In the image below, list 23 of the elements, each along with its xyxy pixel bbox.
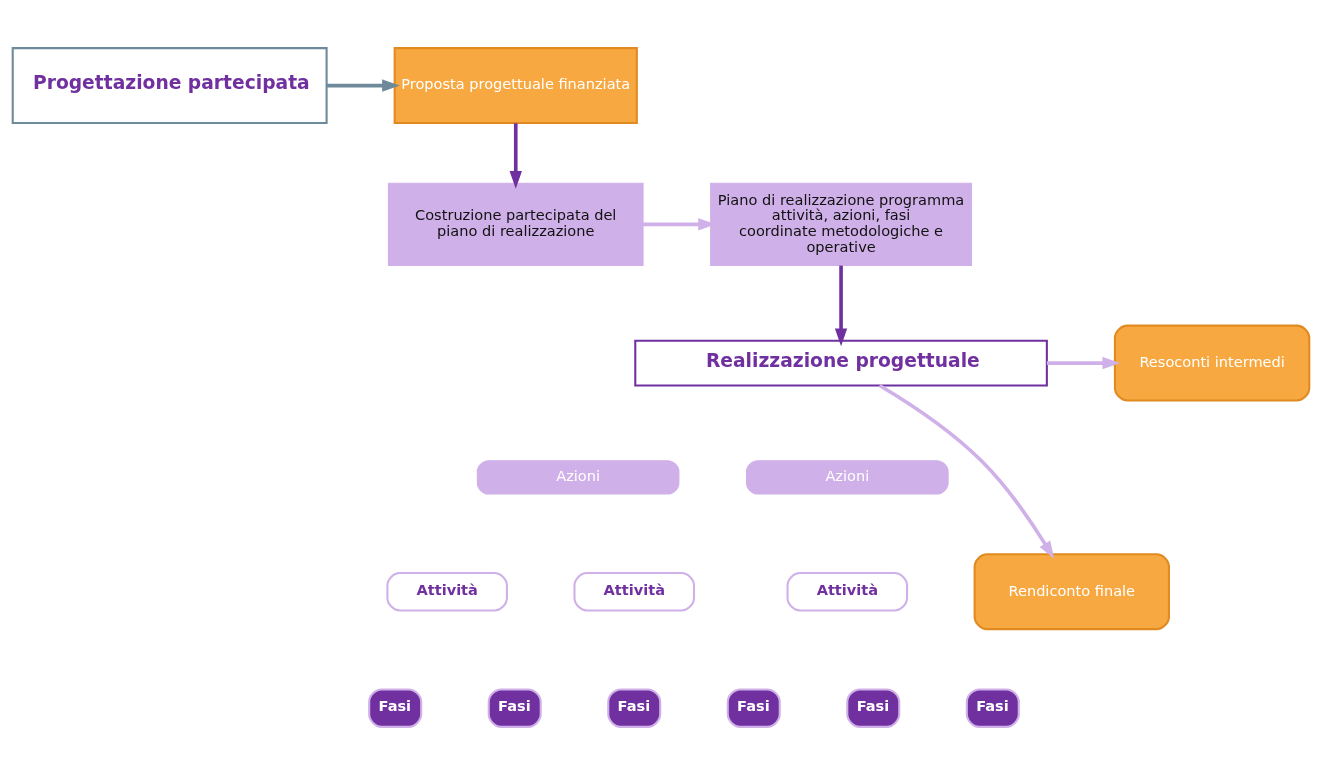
arrow: [834, 265, 848, 346]
node-box: Fasi: [607, 687, 662, 728]
arrow: [878, 383, 1055, 559]
arrow: [1046, 356, 1121, 369]
node-box: Resoconti intermedi: [1113, 324, 1311, 402]
arrow: [326, 78, 400, 92]
node-box: Proposta progettuale finanziata: [393, 46, 638, 124]
node-box: Attività: [786, 571, 909, 611]
node-box: Fasi: [487, 687, 542, 728]
arrow: [509, 122, 522, 189]
node-box: Azioni: [476, 459, 680, 495]
node-box: Progettazione partecipata: [11, 46, 328, 124]
node-box: Attività: [386, 571, 508, 611]
node-box: Attività: [573, 571, 696, 611]
node-box: Fasi: [368, 687, 423, 728]
node-box: Costruzione partecipata del piano di realizzazione: [387, 182, 644, 266]
node-box: Realizzazione progettuale: [634, 339, 1048, 386]
node-box: Rendiconto finale: [973, 552, 1170, 630]
node-box: Piano di realizzazione programma attività, azioni, fasi coordinate metodologiche e operative: [710, 182, 972, 266]
node-box: Fasi: [846, 687, 901, 728]
node-box: Azioni: [745, 459, 949, 495]
node-box: Fasi: [965, 687, 1020, 728]
node-box: Fasi: [726, 687, 781, 728]
